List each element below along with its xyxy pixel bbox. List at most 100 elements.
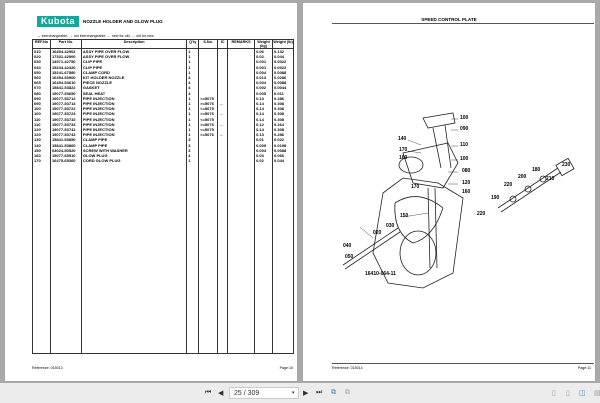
page-number: Page:11 xyxy=(577,366,591,370)
table-cell: >=5076 xyxy=(198,111,219,117)
first-page-icon[interactable]: ⏮ xyxy=(205,389,212,396)
diagram-code: 16410-064-11 xyxy=(365,271,396,277)
callout-label: 140 xyxy=(398,136,407,142)
table-cell: PIPE INJECTION xyxy=(80,132,188,138)
column-header: Part No. xyxy=(49,39,82,49)
table-cell: 0.044 xyxy=(272,158,294,164)
table-cell: GLOW PLUG xyxy=(80,153,188,159)
fit-width-icon[interactable]: ⧉ xyxy=(345,389,350,396)
table-cell xyxy=(198,85,219,91)
table-cell xyxy=(198,54,219,60)
last-page-icon[interactable]: ⏭ xyxy=(316,389,323,396)
table-cell: SEAL HEAT xyxy=(80,90,188,96)
two-page-continuous-icon[interactable]: ▤ xyxy=(594,390,600,397)
page-number: Page:10 xyxy=(279,366,293,370)
table-cell xyxy=(198,147,219,154)
table-cell: 0.0044 xyxy=(272,85,294,91)
table-cell: PIECE NOZZLE xyxy=(80,80,188,86)
page-title: SPEED CONTROL PLATE xyxy=(421,17,477,22)
table-cell: 0.0022 xyxy=(272,59,294,65)
table-cell xyxy=(198,153,219,159)
single-page-icon[interactable]: ▯ xyxy=(552,390,556,397)
table-cell: CLAMP PIPE xyxy=(80,137,188,143)
callout-label: 120 xyxy=(462,180,471,186)
table-cell: 0.308 xyxy=(272,111,294,117)
table-cell: 0.022 xyxy=(272,137,294,143)
table-cell xyxy=(198,69,219,76)
callout-label: 040 xyxy=(343,243,352,249)
table-cell: ASSY PIPE OVER FLOW xyxy=(80,54,188,60)
table-cell: PIPE INJECTION xyxy=(80,95,188,102)
table-cell: 0.0198 xyxy=(272,142,294,148)
callout-label: 050 xyxy=(345,254,354,260)
page-title: NOZZLE HOLDER AND GLOW PLUG xyxy=(83,19,163,24)
table-cell: <=5075 xyxy=(198,95,219,102)
next-page-icon[interactable]: ▶ xyxy=(303,390,309,397)
viewer-toolbar: ⏮ ◀ 25 / 309 ▾ ▶ ⏭ ⧉ ⧉ ▯ ▯ ◫ ▤ xyxy=(0,383,600,403)
column-header: REMARKS xyxy=(227,39,256,49)
callout-label: 090 xyxy=(460,126,469,132)
column-header: REF.No xyxy=(32,39,51,49)
parts-diagram: 1000901401701601101000801201701601500300… xyxy=(342,112,575,289)
callout-label: 220 xyxy=(477,211,486,217)
legend-text: ↔ interchangeable, → not interchangeable… xyxy=(37,34,154,38)
callout-label: 230 xyxy=(562,162,571,168)
table-cell: <=5075 xyxy=(198,127,219,133)
callout-label: 100 xyxy=(460,115,469,121)
table-cell xyxy=(198,137,219,143)
table-cell xyxy=(198,90,219,96)
page-dropdown-icon[interactable]: ▾ xyxy=(292,390,295,396)
previous-page-icon[interactable]: ◀ xyxy=(218,390,224,397)
table-cell: 0.0088 xyxy=(272,80,294,86)
table-cell: 0.0088 xyxy=(272,147,294,154)
callout-label: 110 xyxy=(460,142,468,148)
fit-page-icon[interactable]: ⧉ xyxy=(331,389,336,396)
table-cell: >=5076 xyxy=(198,121,219,128)
callout-label: 200 xyxy=(518,174,527,180)
continuous-icon[interactable]: ▯ xyxy=(566,390,570,397)
table-cell: PIPE INJECTION xyxy=(80,111,188,117)
callout-label: 170 xyxy=(399,147,408,153)
table-cell: 0.066 xyxy=(272,153,294,159)
column-header: Weight (lb) xyxy=(272,39,294,49)
table-cell: CLAMP PIPE xyxy=(80,142,188,148)
table-cell: 0.264 xyxy=(272,121,294,128)
table-cell: 0.286 xyxy=(272,132,294,138)
table-cell: 0.308 xyxy=(272,106,294,112)
page-number-input[interactable]: 25 / 309 xyxy=(229,387,299,399)
table-cell: SCREW WITH WASHER xyxy=(80,147,188,154)
callout-label: 190 xyxy=(491,195,500,201)
two-page-icon[interactable]: ◫ xyxy=(579,390,586,397)
table-cell: <=5075 xyxy=(198,116,219,122)
left-page: Kubota NOZZLE HOLDER AND GLOW PLUG ↔ int… xyxy=(5,3,297,381)
table-cell: 0.132 xyxy=(272,48,294,55)
table-cell xyxy=(198,80,219,86)
reference-text: Reference: 015013 xyxy=(32,366,63,370)
table-cell: PIPE INJECTION xyxy=(80,127,188,133)
column-header: S.No. xyxy=(198,39,219,49)
table-cell: ASSY PIPE OVER FLOW xyxy=(80,48,188,55)
table-cell: PIPE INJECTION xyxy=(80,121,188,128)
column-header: IC xyxy=(217,39,229,49)
kubota-logo: Kubota xyxy=(37,16,79,27)
callout-label: 170 xyxy=(411,184,420,190)
table-cell xyxy=(198,158,219,164)
callout-label: 150 xyxy=(400,213,409,219)
table-cell: <=5075 xyxy=(198,106,219,112)
table-cell xyxy=(198,48,219,55)
